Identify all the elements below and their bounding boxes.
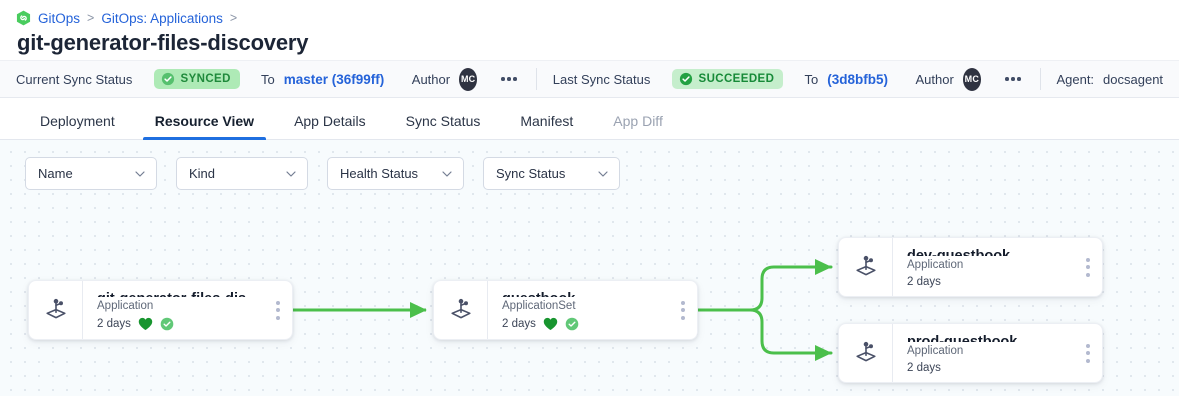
edge-appset-to-prod bbox=[696, 308, 833, 362]
status-divider bbox=[1039, 68, 1041, 90]
page-title: git-generator-files-discovery bbox=[17, 30, 309, 55]
graph-node-git-generator-files-discovery[interactable]: git-generator-files-disco… Application 2… bbox=[28, 280, 293, 340]
breadcrumb-separator: > bbox=[87, 11, 95, 25]
tab-sync-status[interactable]: Sync Status bbox=[405, 113, 481, 129]
graph-node-dev-guestbook[interactable]: dev-guestbook Application 2 days bbox=[838, 237, 1103, 297]
node-overflow-menu-icon[interactable] bbox=[1074, 324, 1102, 382]
breadcrumb-item-gitops-applications[interactable]: GitOps: Applications bbox=[101, 10, 223, 26]
node-overflow-menu-icon[interactable] bbox=[669, 281, 697, 339]
filter-name-label: Name bbox=[38, 166, 73, 181]
node-age: 2 days bbox=[907, 276, 941, 288]
check-circle-icon bbox=[679, 72, 692, 86]
last-sync-overflow-menu-icon[interactable] bbox=[1002, 73, 1024, 85]
current-sync-status-badge-text: SYNCED bbox=[180, 73, 231, 85]
node-kind: Application bbox=[907, 259, 964, 272]
agent-label: Agent: bbox=[1056, 71, 1095, 87]
graph-node-prod-guestbook[interactable]: prod-guestbook Application 2 days bbox=[838, 323, 1103, 383]
argo-application-icon bbox=[839, 238, 892, 296]
filter-kind-dropdown[interactable]: Kind bbox=[176, 157, 308, 190]
tab-bar: Deployment Resource View App Details Syn… bbox=[0, 98, 1179, 140]
current-sync-status-badge: SYNCED bbox=[153, 69, 240, 89]
filter-sync-status-dropdown[interactable]: Sync Status bbox=[483, 157, 620, 190]
filter-health-status-label: Health Status bbox=[340, 166, 419, 181]
node-title: prod-guestbook bbox=[907, 334, 1018, 343]
node-meta: 2 days bbox=[97, 317, 264, 331]
filter-bar: Name Kind Health Status Sync Status bbox=[25, 157, 620, 190]
node-content: guestbook ApplicationSet 2 days bbox=[487, 281, 669, 339]
argo-application-icon bbox=[839, 324, 892, 382]
current-sync-overflow-menu-icon[interactable] bbox=[498, 73, 520, 85]
last-sync-status-label: Last Sync Status bbox=[552, 71, 651, 87]
resource-graph-canvas[interactable]: Name Kind Health Status Sync Status bbox=[0, 140, 1179, 396]
chevron-down-icon bbox=[442, 170, 452, 177]
last-sync-status-badge-text: SUCCEEDED bbox=[698, 73, 775, 85]
node-meta: 2 days bbox=[502, 317, 669, 331]
tab-deployment[interactable]: Deployment bbox=[40, 113, 115, 129]
node-kind: Application bbox=[907, 345, 964, 358]
last-author-avatar[interactable]: MC bbox=[962, 67, 981, 91]
breadcrumb-item-gitops[interactable]: GitOps bbox=[38, 10, 81, 26]
chevron-down-icon bbox=[598, 170, 608, 177]
tab-app-diff: App Diff bbox=[613, 113, 663, 129]
node-overflow-menu-icon[interactable] bbox=[1074, 238, 1102, 296]
node-meta: 2 days bbox=[907, 276, 1074, 288]
tab-manifest[interactable]: Manifest bbox=[520, 113, 574, 129]
filter-kind-label: Kind bbox=[189, 166, 216, 181]
status-divider bbox=[535, 68, 537, 90]
argo-application-icon bbox=[29, 281, 82, 339]
filter-name-dropdown[interactable]: Name bbox=[25, 157, 157, 190]
last-sync-status-badge: SUCCEEDED bbox=[671, 69, 784, 89]
graph-node-guestbook[interactable]: guestbook ApplicationSet 2 days bbox=[433, 280, 698, 340]
node-title: guestbook bbox=[502, 290, 669, 297]
current-to-label: To bbox=[261, 71, 275, 87]
sync-check-icon bbox=[565, 317, 579, 331]
node-content: prod-guestbook Application 2 days bbox=[892, 324, 1074, 382]
node-age: 2 days bbox=[97, 318, 131, 330]
check-circle-icon bbox=[161, 72, 174, 86]
last-revision-link[interactable]: (3d8bfb5) bbox=[827, 71, 888, 87]
health-heart-icon bbox=[138, 317, 153, 331]
current-author-label: Author bbox=[411, 71, 451, 87]
agent-value: docsagent bbox=[1103, 71, 1164, 87]
node-meta: 2 days bbox=[907, 362, 1074, 374]
node-content: git-generator-files-disco… Application 2… bbox=[82, 281, 264, 339]
chevron-down-icon bbox=[286, 170, 296, 177]
breadcrumb: GitOps > GitOps: Applications > bbox=[0, 0, 1179, 26]
node-content: dev-guestbook Application 2 days bbox=[892, 238, 1074, 296]
current-sync-status-label: Current Sync Status bbox=[16, 71, 133, 87]
edge-appset-to-dev bbox=[696, 258, 833, 312]
node-title: dev-guestbook bbox=[907, 248, 1011, 257]
filter-health-status-dropdown[interactable]: Health Status bbox=[327, 157, 464, 190]
sync-check-icon bbox=[160, 317, 174, 331]
node-kind: ApplicationSet bbox=[502, 300, 576, 313]
node-kind: Application bbox=[97, 300, 154, 313]
argo-application-icon bbox=[434, 281, 487, 339]
gitops-logo-icon bbox=[16, 10, 31, 26]
tab-resource-view[interactable]: Resource View bbox=[135, 114, 274, 140]
status-bar: Current Sync Status SYNCED To master (36… bbox=[0, 60, 1179, 98]
filter-sync-status-label: Sync Status bbox=[496, 166, 566, 181]
current-revision-link[interactable]: master (36f99ff) bbox=[283, 71, 385, 87]
node-age: 2 days bbox=[907, 362, 941, 374]
current-author-avatar[interactable]: MC bbox=[459, 67, 478, 91]
last-to-label: To bbox=[804, 71, 819, 87]
health-heart-icon bbox=[543, 317, 558, 331]
chevron-down-icon bbox=[135, 170, 145, 177]
breadcrumb-separator: > bbox=[229, 11, 238, 25]
node-overflow-menu-icon[interactable] bbox=[264, 281, 292, 339]
node-age: 2 days bbox=[502, 318, 536, 330]
tab-app-details[interactable]: App Details bbox=[294, 113, 366, 129]
last-author-label: Author bbox=[915, 71, 954, 87]
node-title: git-generator-files-disco… bbox=[97, 290, 264, 297]
